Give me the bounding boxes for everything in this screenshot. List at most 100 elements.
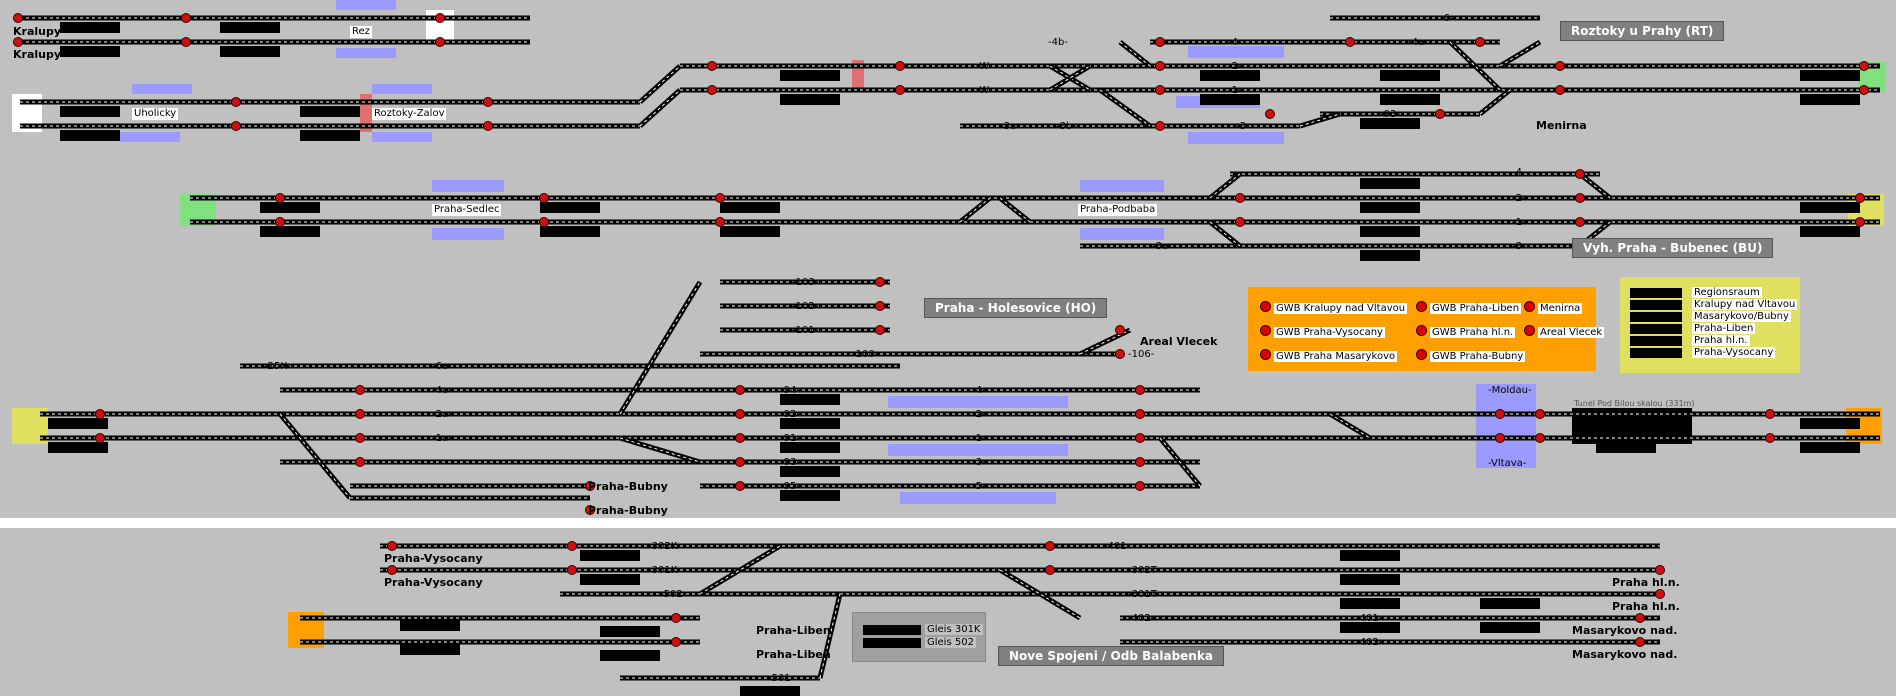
legend-item[interactable]: GWB Praha-Liben — [1416, 301, 1522, 314]
track-occupancy-block[interactable] — [600, 626, 660, 637]
legend-item[interactable]: Praha-Liben — [1692, 323, 1756, 334]
track-occupancy-block[interactable] — [1480, 622, 1540, 633]
track-occupancy-block[interactable] — [60, 46, 120, 57]
signal-icon[interactable] — [231, 121, 241, 131]
signal-icon[interactable] — [1765, 409, 1775, 419]
track-occupancy-block[interactable] — [1800, 418, 1860, 429]
signal-icon[interactable] — [181, 13, 191, 23]
signal-icon[interactable] — [1495, 409, 1505, 419]
signal-icon[interactable] — [1859, 61, 1869, 71]
signal-icon[interactable] — [387, 541, 397, 551]
track-occupancy-block[interactable] — [740, 686, 800, 696]
signal-icon[interactable] — [735, 481, 745, 491]
signal-icon[interactable] — [1135, 433, 1145, 443]
signal-icon[interactable] — [1155, 61, 1165, 71]
track-occupancy-block[interactable] — [1340, 622, 1400, 633]
signal-icon[interactable] — [1859, 85, 1869, 95]
signal-icon[interactable] — [735, 457, 745, 467]
legend-item[interactable]: GWB Praha-Vysocany — [1260, 325, 1385, 338]
signal-icon[interactable] — [1155, 37, 1165, 47]
station-banner-holesovice[interactable]: Praha - Holesovice (HO) — [924, 298, 1108, 318]
track-occupancy-block[interactable] — [780, 70, 840, 81]
signal-icon[interactable] — [1655, 565, 1665, 575]
track-occupancy-block[interactable] — [1360, 226, 1420, 237]
signal-icon[interactable] — [1555, 85, 1565, 95]
signal-icon[interactable] — [1045, 565, 1055, 575]
signal-icon[interactable] — [1045, 541, 1055, 551]
track-occupancy-block[interactable] — [780, 466, 840, 477]
legend-item[interactable]: Regionsraum — [1692, 287, 1762, 298]
signal-icon[interactable] — [715, 193, 725, 203]
signal-icon[interactable] — [435, 37, 445, 47]
signal-icon[interactable] — [1855, 217, 1865, 227]
track-occupancy-block[interactable] — [780, 94, 840, 105]
signal-icon[interactable] — [13, 37, 23, 47]
track-occupancy-block[interactable] — [220, 22, 280, 33]
track-occupancy-block[interactable] — [780, 418, 840, 429]
signal-icon[interactable] — [1635, 637, 1645, 647]
track-crossover[interactable] — [617, 280, 703, 416]
signal-icon[interactable] — [671, 637, 681, 647]
track-occupancy-block[interactable] — [1800, 202, 1860, 213]
signal-icon[interactable] — [1155, 121, 1165, 131]
track-occupancy-block[interactable] — [1800, 226, 1860, 237]
legend-item[interactable]: GWB Praha Masarykovo — [1260, 349, 1398, 362]
signal-icon[interactable] — [1765, 433, 1775, 443]
signal-icon[interactable] — [1345, 37, 1355, 47]
signal-icon[interactable] — [483, 97, 493, 107]
track-occupancy-block[interactable] — [580, 550, 640, 561]
signal-icon[interactable] — [567, 541, 577, 551]
track-occupancy-block[interactable] — [1340, 598, 1400, 609]
track-occupancy-block[interactable] — [1360, 178, 1420, 189]
signal-icon[interactable] — [95, 433, 105, 443]
signal-icon[interactable] — [1135, 481, 1145, 491]
signal-icon[interactable] — [1575, 169, 1585, 179]
signal-icon[interactable] — [1535, 409, 1545, 419]
track-occupancy-block[interactable] — [780, 490, 840, 501]
signal-icon[interactable] — [1475, 37, 1485, 47]
signal-icon[interactable] — [875, 325, 885, 335]
signal-icon[interactable] — [1235, 193, 1245, 203]
track-occupancy-block[interactable] — [1480, 598, 1540, 609]
signal-icon[interactable] — [1135, 457, 1145, 467]
track-occupancy-block[interactable] — [400, 620, 460, 631]
signal-icon[interactable] — [1575, 217, 1585, 227]
signal-icon[interactable] — [435, 13, 445, 23]
signal-icon[interactable] — [1495, 433, 1505, 443]
track-crossover[interactable] — [998, 567, 1082, 621]
signal-icon[interactable] — [875, 277, 885, 287]
track-occupancy-block[interactable] — [540, 202, 600, 213]
legend-item[interactable]: GWB Praha hl.n. — [1416, 325, 1516, 338]
track-occupancy-block[interactable] — [1340, 550, 1400, 561]
signal-icon[interactable] — [1135, 409, 1145, 419]
track-occupancy-block[interactable] — [60, 106, 120, 117]
signal-icon[interactable] — [1655, 589, 1665, 599]
signal-icon[interactable] — [1575, 193, 1585, 203]
signal-icon[interactable] — [1535, 433, 1545, 443]
legend-item[interactable]: Praha-Vysocany — [1692, 347, 1776, 358]
track-crossover[interactable] — [698, 543, 782, 597]
track-occupancy-block[interactable] — [720, 202, 780, 213]
track-occupancy-block[interactable] — [400, 644, 460, 655]
signal-icon[interactable] — [895, 61, 905, 71]
signal-icon[interactable] — [707, 61, 717, 71]
track-occupancy-block[interactable] — [1800, 70, 1860, 81]
signal-icon[interactable] — [1115, 349, 1125, 359]
track-occupancy-block[interactable] — [1380, 94, 1440, 105]
legend-item[interactable]: GWB Praha-Bubny — [1416, 349, 1526, 362]
signal-icon[interactable] — [13, 13, 23, 23]
station-banner-nove-spojeni[interactable]: Nove Spojeni / Odb Balabenka — [998, 646, 1224, 666]
track-occupancy-block[interactable] — [1200, 70, 1260, 81]
signal-icon[interactable] — [735, 433, 745, 443]
track-occupancy-block[interactable] — [260, 226, 320, 237]
signal-icon[interactable] — [1115, 325, 1125, 335]
legend-item[interactable]: Masarykovo/Bubny — [1692, 311, 1791, 322]
legend-item[interactable]: Gleis 301K — [925, 624, 983, 635]
signal-icon[interactable] — [895, 85, 905, 95]
signal-icon[interactable] — [355, 457, 365, 467]
signal-icon[interactable] — [1555, 61, 1565, 71]
signal-icon[interactable] — [1635, 613, 1645, 623]
track-occupancy-block[interactable] — [1800, 94, 1860, 105]
signal-icon[interactable] — [567, 565, 577, 575]
signal-icon[interactable] — [735, 385, 745, 395]
